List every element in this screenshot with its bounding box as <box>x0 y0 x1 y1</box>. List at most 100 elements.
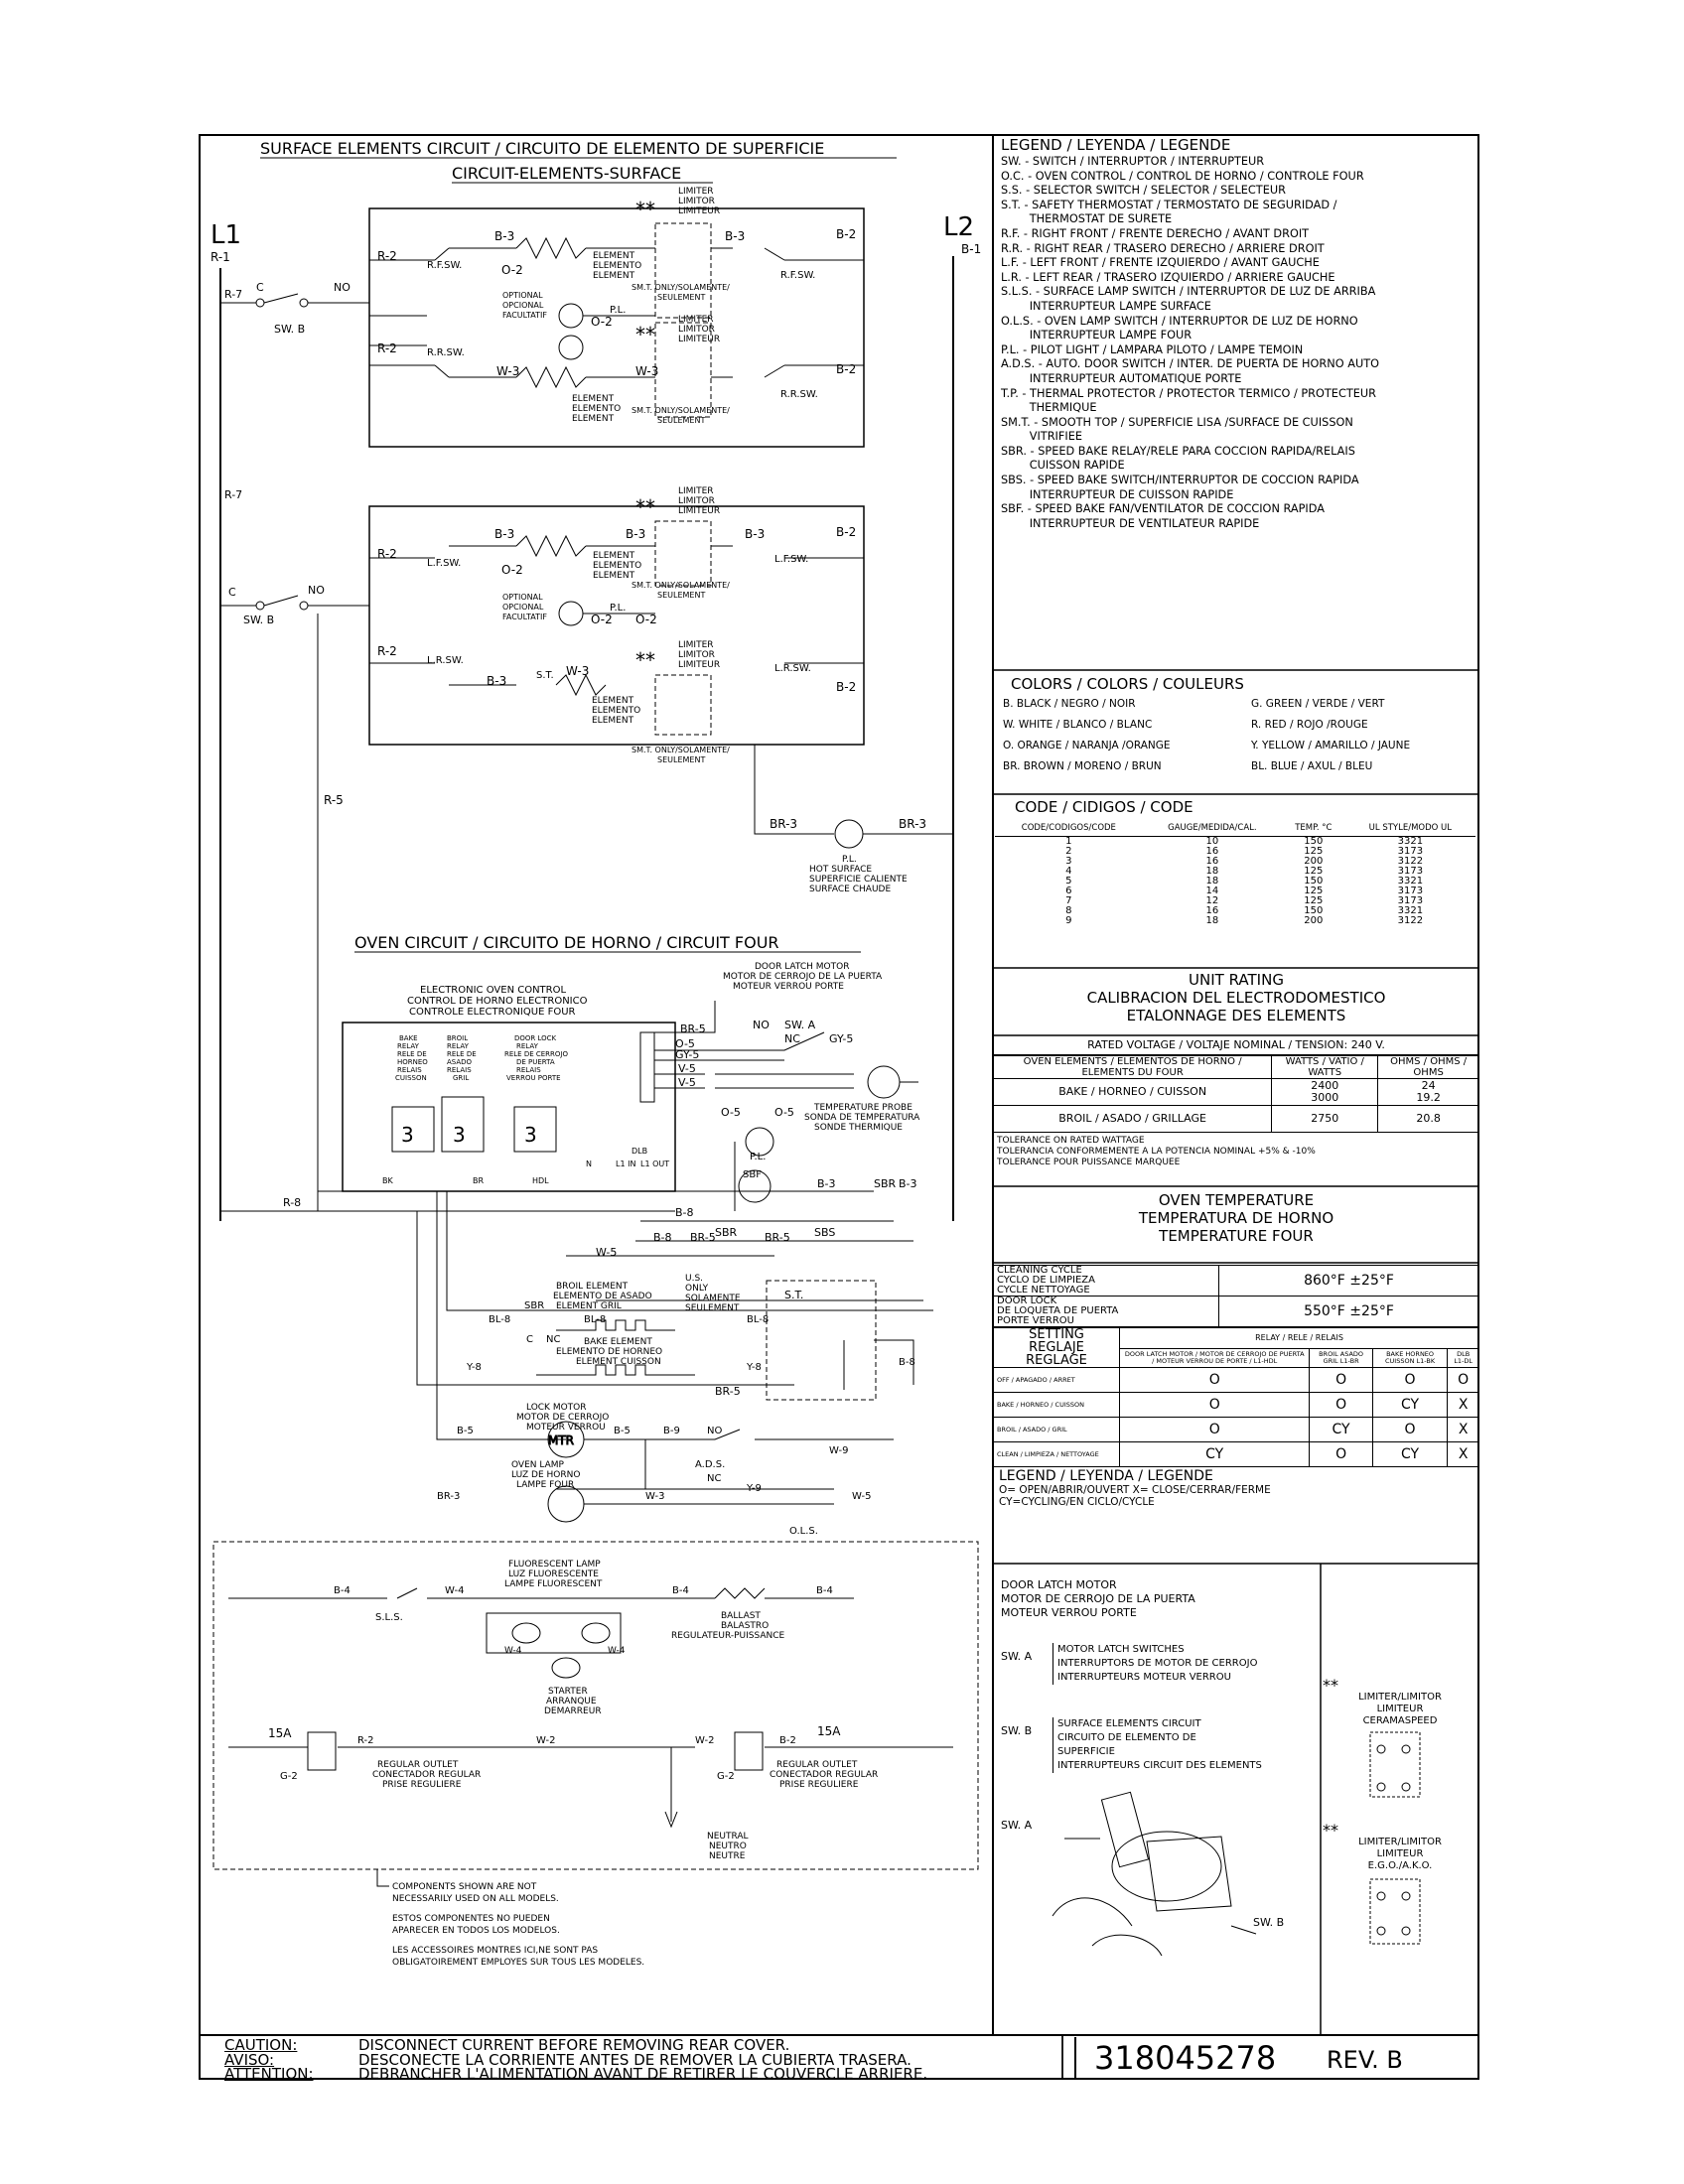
fluor-c: LAMPE FLUORESCENT <box>504 1579 603 1589</box>
lock-relay-3: DE PUERTA <box>516 1058 555 1066</box>
us-only-a: U.S. <box>685 1274 703 1284</box>
code-cell: 5 <box>1065 876 1072 887</box>
setting-col: DLB L1-DL <box>1447 1347 1479 1369</box>
smt-only-3b: SEULEMENT <box>657 591 705 600</box>
rating-cell: 2750 <box>1271 1105 1379 1133</box>
element-3b: ELEMENTO <box>593 561 641 571</box>
code-cell: 6 <box>1065 886 1072 896</box>
gy5-label-2: GY-5 <box>829 1032 853 1045</box>
relay-coil-2: 3 <box>453 1123 466 1147</box>
relay-header: RELAY / RELE / RELAIS <box>1119 1327 1479 1349</box>
legend-item: T.P. - THERMAL PROTECTOR / PROTECTOR TER… <box>1001 386 1376 400</box>
o5-label-1: O-5 <box>675 1037 695 1050</box>
legend-item: CUISSON RAPIDE <box>1001 459 1125 473</box>
b4-label-3: B-4 <box>816 1585 833 1596</box>
ego-2: E.G.O./A.K.O. <box>1367 1860 1433 1871</box>
setting-cell: X <box>1447 1392 1479 1418</box>
color-row: O. ORANGE / NARANJA /ORANGE Y. YELLOW / A… <box>1003 736 1477 756</box>
setting-cell: O <box>1371 1417 1449 1442</box>
bake-el-b: ELEMENTO DE HORNEO <box>556 1347 662 1357</box>
note-5: OBLIGATOIREMENT EMPLOYES SUR TOUS LES MO… <box>392 1958 644 1968</box>
b5-label-1: B-5 <box>457 1426 474 1436</box>
b1-label: B-1 <box>961 242 981 256</box>
code-cell: 1 <box>1065 836 1072 847</box>
no-label-ads: NO <box>707 1426 722 1436</box>
legend-list: SW. - SWITCH / INTERRUPTOR / INTERRUPTEU… <box>1001 155 1475 531</box>
w5-label-2: W-5 <box>852 1491 871 1502</box>
color-entry: Y. YELLOW / AMARILLO / JAUNE <box>1251 740 1411 751</box>
code-cell: 14 <box>1205 886 1219 896</box>
attention-label: ATTENTION: <box>224 2065 314 2083</box>
lr-sw-label: L.R.SW. <box>427 655 464 666</box>
limiter-3a: LIMITER <box>678 486 714 496</box>
swa-0: MOTOR LATCH SWITCHES <box>1057 1644 1185 1655</box>
color-entry: O. ORANGE / NARANJA /ORANGE <box>1003 740 1171 751</box>
limiter-2b: LIMITOR <box>678 325 715 335</box>
note-0: COMPONENTS SHOWN ARE NOT <box>392 1882 537 1892</box>
code-cell: 3173 <box>1397 846 1424 857</box>
y8-label-2: Y-8 <box>746 1362 762 1373</box>
legend2-title: LEGEND / LEYENDA / LEGENDE <box>999 1468 1213 1484</box>
w3-label-oven: W-3 <box>645 1491 664 1502</box>
g2-label-1: G-2 <box>280 1771 298 1782</box>
star-cera: ** <box>1323 1676 1338 1695</box>
rating-header: OVEN ELEMENTS / ELEMENTOS DE HORNO / ELE… <box>992 1055 1273 1079</box>
legend-item: S.T. - SAFETY THERMOSTAT / TERMOSTATO DE… <box>1001 198 1337 211</box>
no-label-1: NO <box>334 281 351 294</box>
legend-item: SM.T. - SMOOTH TOP / SUPERFICIE LISA /SU… <box>1001 415 1353 429</box>
outlet-1a: REGULAR OUTLET <box>377 1760 459 1770</box>
setting-cell: X <box>1447 1417 1479 1442</box>
code-cell: 16 <box>1205 856 1219 867</box>
code-cell: 3 <box>1065 856 1072 867</box>
star-1: ** <box>635 198 655 221</box>
rating-cell: 24 19.2 <box>1377 1078 1479 1106</box>
legend-item: R.R. - RIGHT REAR / TRASERO DERECHO / AR… <box>1001 241 1325 255</box>
bl8-label-3: BL-8 <box>747 1314 769 1325</box>
o2-label-2: O-2 <box>591 315 613 329</box>
term-l1in: L1 IN <box>616 1160 635 1168</box>
w4-label-3: W-4 <box>608 1646 626 1656</box>
element-2b: ELEMENTO <box>572 404 621 414</box>
code-cell: 3173 <box>1397 866 1424 877</box>
legend-item: S.S. - SELECTOR SWITCH / SELECTOR / SELE… <box>1001 184 1286 198</box>
code-cell: 2 <box>1065 846 1072 857</box>
legend-item: P.L. - PILOT LIGHT / LAMPARA PILOTO / LA… <box>1001 342 1304 356</box>
relay-coil-1: 3 <box>401 1123 414 1147</box>
lock-motor-c: MOTEUR VERROU <box>526 1423 606 1433</box>
br5-label-1: BR-5 <box>680 1023 706 1035</box>
rr-sw-label-2: R.R.SW. <box>780 389 818 400</box>
o5-label-2: O-5 <box>721 1106 741 1119</box>
br5-label-3: BR-5 <box>765 1231 790 1244</box>
star-2: ** <box>635 323 655 346</box>
element-1a: ELEMENT <box>593 251 635 261</box>
element-1c: ELEMENT <box>593 271 635 281</box>
ballast-c: REGULATEUR-PUISSANCE <box>671 1631 785 1641</box>
bake-relay-4: RELAIS <box>397 1066 422 1074</box>
broil-relay-3: ASADO <box>447 1058 473 1066</box>
l1-label: L1 <box>210 220 241 250</box>
code-cell: 3173 <box>1397 886 1424 896</box>
code-cell: 18 <box>1205 915 1219 926</box>
surface-title: SURFACE ELEMENTS CIRCUIT / CIRCUITO DE E… <box>260 139 824 158</box>
swb-label: SW. B <box>1001 1724 1033 1737</box>
swa-1: INTERRUPTORS DE MOTOR DE CERROJO <box>1057 1658 1258 1669</box>
b4-label-2: B-4 <box>672 1585 689 1596</box>
bake-el-c: ELEMENT CUISSON <box>576 1357 661 1367</box>
sw-a-label-oven: SW. A <box>784 1019 816 1031</box>
star-4: ** <box>635 648 655 672</box>
setting-cell: CY <box>1371 1441 1449 1467</box>
code-cell: 9 <box>1065 915 1072 926</box>
probe-c: SONDE THERMIQUE <box>814 1123 903 1133</box>
br3-label-oven: BR-3 <box>437 1491 460 1502</box>
code-cell: 18 <box>1205 876 1219 887</box>
setting-cell: O <box>1309 1392 1373 1418</box>
ballast-b: BALASTRO <box>721 1621 769 1631</box>
door-latch-b: MOTOR DE CERROJO DE LA PUERTA <box>723 972 883 982</box>
outlet-2b: CONECTADOR REGULAR <box>770 1770 878 1780</box>
w4-label-1: W-4 <box>445 1585 464 1596</box>
l2-label: L2 <box>943 212 974 242</box>
control-c: CONTROLE ELECTRONIQUE FOUR <box>409 1007 576 1018</box>
code-cell: 10 <box>1205 836 1219 847</box>
